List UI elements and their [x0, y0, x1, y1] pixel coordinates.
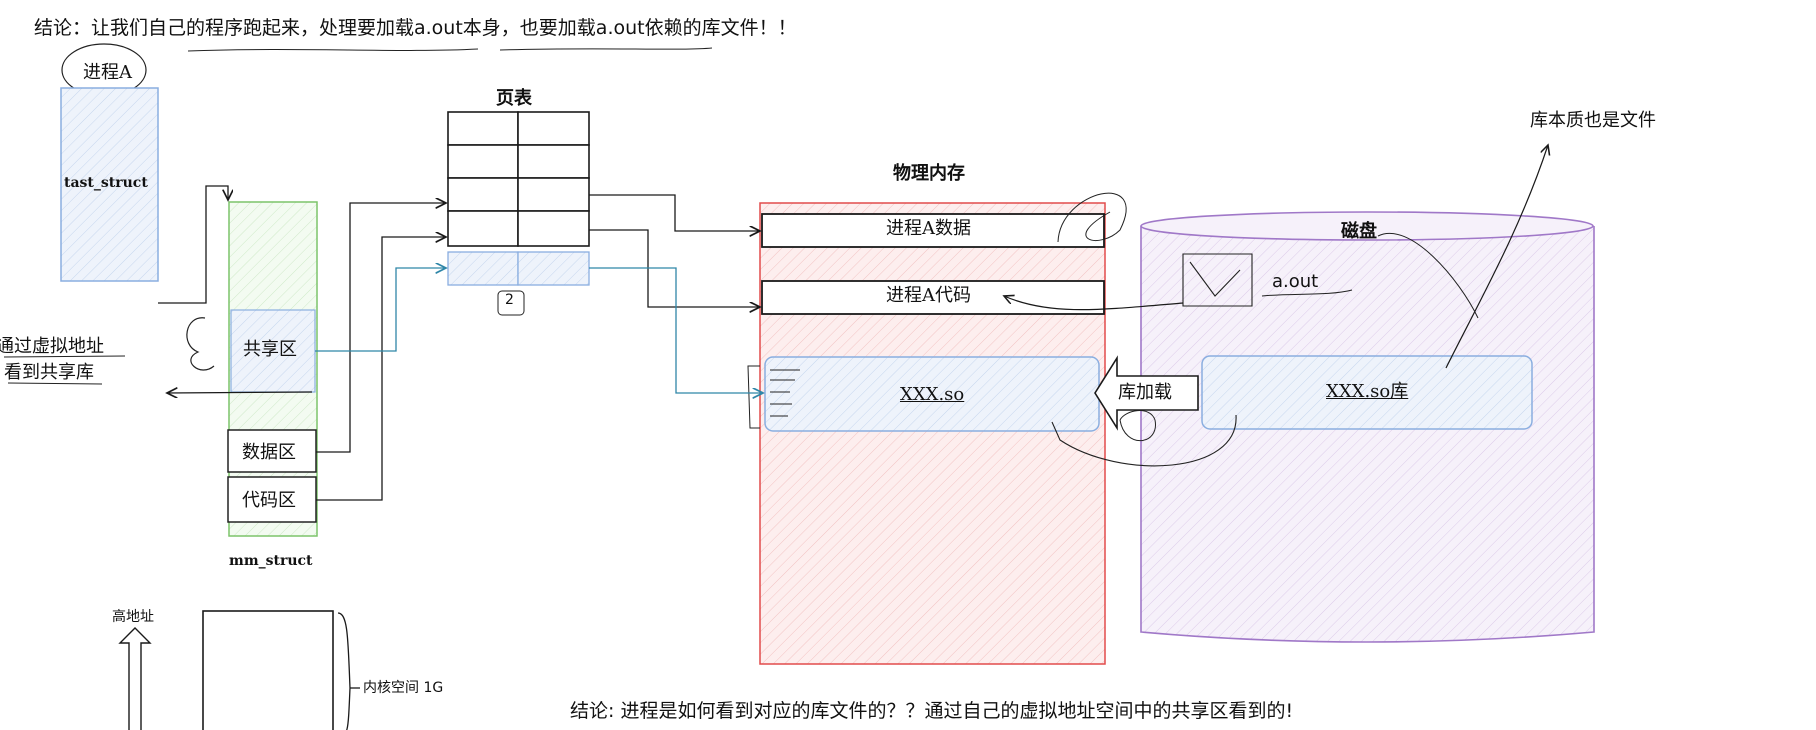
aout-underline [1261, 289, 1353, 297]
code-region-box [227, 476, 317, 523]
side-note-line1: 通过虚拟地址 [0, 336, 104, 357]
page-table-grid [447, 111, 590, 247]
mm-struct-label: mm_struct [229, 553, 313, 569]
address-space-box [202, 610, 334, 730]
shared-scribble [186, 317, 215, 371]
disk-cylinder [1140, 226, 1595, 643]
phys-data-label: 进程A数据 [886, 218, 971, 239]
aout-scribble [1182, 253, 1253, 307]
shared-region-label: 共享区 [243, 339, 297, 360]
shared-to-pagetable [315, 268, 446, 352]
disk-lib-box [1201, 355, 1533, 430]
data-scribble [1057, 192, 1127, 243]
aout-to-code-arrow [1004, 296, 1184, 311]
physical-memory-title: 物理内存 [893, 163, 965, 184]
task-struct-box [60, 87, 159, 282]
phys-code-label: 进程A代码 [886, 285, 971, 306]
disk-aout-label: a.out [1272, 271, 1319, 292]
lib-file-note: 库本质也是文件 [1530, 110, 1656, 131]
shared-region-box [230, 309, 316, 393]
disk-lib-label: XXX.so库 [1326, 381, 1409, 402]
code-to-pagetable [316, 237, 446, 501]
phys-data-box [761, 213, 1105, 248]
shared-to-note-arrow [167, 392, 313, 393]
page-table-title: 页表 [496, 88, 532, 109]
phys-lib-label: XXX.so [900, 384, 965, 405]
page-table-shared-row [447, 251, 590, 286]
load-loop-scribble [1051, 414, 1237, 467]
process-label: 进程A [83, 62, 132, 83]
lib-note-arrow [1445, 145, 1548, 369]
page-table-mark-box [497, 290, 525, 316]
side-note-line2: 看到共享库 [4, 362, 94, 383]
side-note-underline [3, 355, 126, 385]
code-region-label: 代码区 [242, 490, 296, 511]
physical-memory-box [759, 202, 1106, 665]
task-to-mm-connector [158, 185, 228, 304]
load-circle-scribble [1119, 410, 1156, 442]
data-to-pagetable [316, 203, 446, 453]
pagetable-to-lib [589, 267, 763, 393]
top-conclusion: 结论：让我们自己的程序跑起来，处理要加载a.out本身，也要加载a.out依赖的… [34, 17, 797, 39]
disk-cylinder-top [1140, 211, 1594, 241]
kernel-space-label: 内核空间 1G [363, 680, 444, 696]
lib-load-label: 库加载 [1118, 382, 1172, 403]
top-conclusion-underline [187, 47, 713, 52]
high-address-label: 高地址 [112, 609, 154, 625]
high-address-arrow [118, 627, 152, 730]
lib-bracket-scribble [747, 365, 800, 429]
disk-title-scribble [1377, 233, 1479, 319]
page-table-mark: 2 [505, 292, 514, 308]
data-region-label: 数据区 [242, 442, 296, 463]
bottom-conclusion: 结论: 进程是如何看到对应的库文件的？？通过自己的虚拟地址空间中的共享区看到的! [570, 700, 1294, 722]
disk-title: 磁盘 [1341, 221, 1377, 242]
phys-code-box [761, 280, 1105, 315]
kernel-brace [337, 612, 351, 730]
data-region-box [227, 429, 317, 473]
lib-load-arrow [1094, 355, 1199, 431]
pagetable-to-data [589, 194, 760, 231]
task-struct-label: tast_struct [64, 175, 148, 191]
